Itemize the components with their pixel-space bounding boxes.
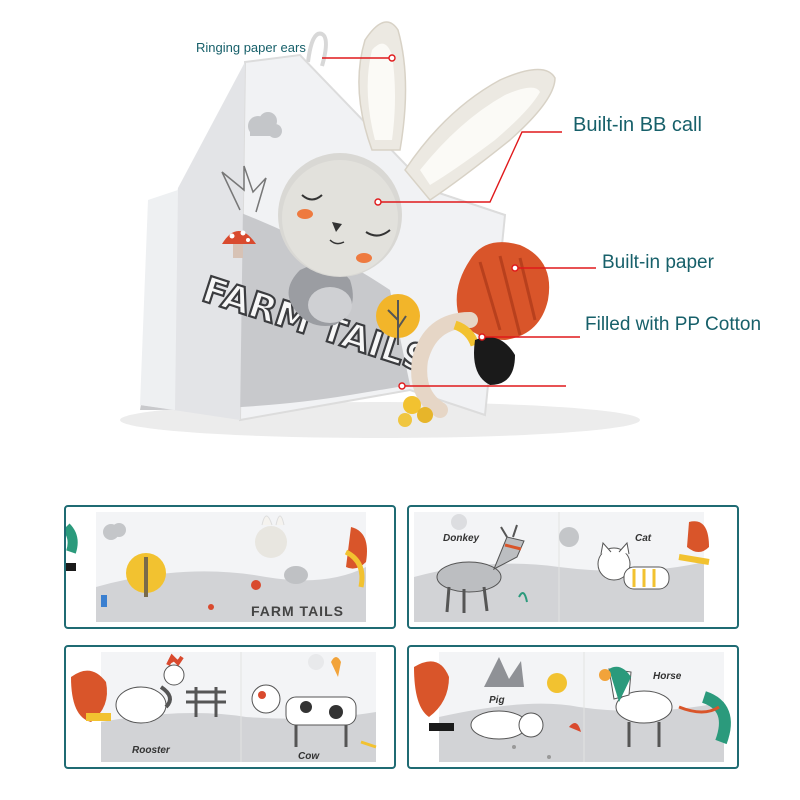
thumbnail-rooster-cow: Rooster Cow <box>64 645 396 769</box>
thumbnail-right-label: Cat <box>635 533 652 544</box>
hanging-loop <box>306 31 328 67</box>
rattle-toy <box>398 396 433 427</box>
callout-lines <box>322 54 596 390</box>
thumbnail-farm-tails: FARM TAILS <box>64 505 396 629</box>
grass-icon <box>221 165 267 213</box>
bunny-body <box>288 264 353 326</box>
callout-ears: Ringing paper ears <box>196 40 306 55</box>
callout-pp-cotton: Filled with PP Cotton <box>585 314 762 335</box>
orange-plush <box>456 242 550 340</box>
thumbnail-donkey-cat: Donkey Cat <box>407 505 739 629</box>
thumbnail-left-label: Pig <box>489 695 505 706</box>
tree-icon <box>376 294 420 345</box>
thumbnail-title: FARM TAILS <box>251 603 344 619</box>
callout-paper: Built-in paper <box>602 252 714 273</box>
thumbnail-right-label: Horse <box>653 671 682 682</box>
thumbnail-left-label: Rooster <box>132 745 170 756</box>
thumbnail-pig-horse: Pig Horse <box>407 645 739 769</box>
thumbnail-right-label: Cow <box>298 751 320 762</box>
mushroom-icon <box>222 230 256 258</box>
bunny-head <box>278 21 556 277</box>
thumbnail-left-label: Donkey <box>443 533 480 544</box>
callout-bb-call: Built-in BB call <box>573 114 702 136</box>
cloud-icon <box>248 112 282 138</box>
teether-ring <box>411 312 515 418</box>
